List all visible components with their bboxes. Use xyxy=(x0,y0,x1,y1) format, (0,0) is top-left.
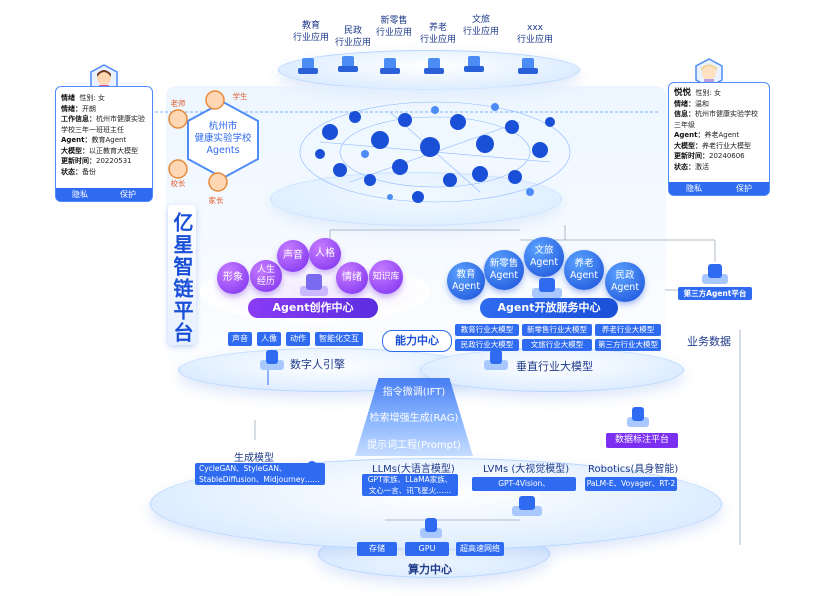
layer-ift: 指令微调(IFT) xyxy=(382,387,446,398)
layer-prompt: 提示词工程(Prompt) xyxy=(367,440,461,451)
card-row: 大模型：以正教育大模型 xyxy=(61,146,138,155)
card-row: 大模型：养老行业大模型 xyxy=(674,141,751,150)
card-row: 情绪：开朗 xyxy=(61,104,96,113)
service-circle-retail[interactable]: 新零售 Agent xyxy=(484,250,524,290)
third-party-platform[interactable]: 第三方Agent平台 xyxy=(678,287,752,300)
digital-engine-label: 数字人引擎 xyxy=(290,358,345,371)
industry-model-tag[interactable]: 养老行业大模型 xyxy=(595,324,661,336)
compute-icon xyxy=(420,518,442,538)
industry-app-label: 民政 行业应用 xyxy=(334,26,371,48)
industry-app-label: 新零售 行业应用 xyxy=(375,16,412,38)
creation-circle-voice[interactable]: 声音 xyxy=(277,240,309,272)
vertical-model-icon xyxy=(484,350,508,370)
card-row: Agent：养老Agent xyxy=(674,131,740,139)
digital-engine-icon xyxy=(260,350,284,370)
digital-tag[interactable]: 声音 xyxy=(228,332,252,346)
role-avatars-icon xyxy=(168,90,228,192)
role-student: 学生 xyxy=(232,92,248,101)
service-circle-education[interactable]: 教育 Agent xyxy=(447,262,485,300)
gen-model-title: 生成模型 xyxy=(234,453,274,464)
privacy-label: 隐私 xyxy=(686,184,702,193)
creation-circle-emotion[interactable]: 情绪 xyxy=(336,262,368,294)
card-row: 更新时间：20220531 xyxy=(61,157,132,165)
industry-app-icons xyxy=(298,56,538,74)
service-hub-icon xyxy=(532,278,562,298)
industry-model-tag[interactable]: 第三方行业大模型 xyxy=(595,339,661,351)
service-circle-elderly[interactable]: 养老 Agent xyxy=(564,250,604,290)
lvms-desc: GPT-4Vision、LLaMA.SAM…… xyxy=(472,477,576,502)
school-agents-label: 杭州市 健康实验学校 Agents xyxy=(194,121,252,156)
digital-tag[interactable]: 智能化交互 xyxy=(315,332,363,346)
card-row: 状态：激活 xyxy=(674,162,709,171)
creation-hub-icon xyxy=(300,274,328,296)
role-teacher: 老师 xyxy=(170,99,186,108)
card-row: 三年级 xyxy=(674,120,695,129)
industry-model-tag[interactable]: 新零售行业大模型 xyxy=(522,324,592,336)
robotics-title: Robotics(具身智能) xyxy=(588,464,679,475)
creation-center-banner: Agent创作中心 xyxy=(248,298,378,318)
ability-center-label: 能力中心 xyxy=(382,330,452,352)
compute-center-title: 算力中心 xyxy=(408,563,452,576)
card-row: 学校三年一班班主任 xyxy=(61,125,124,134)
card-row: 情绪 性别: 女 xyxy=(61,94,106,102)
elderly-avatar-icon xyxy=(695,58,723,88)
industry-app-label: 养老 行业应用 xyxy=(419,23,456,45)
role-principal: 校长 xyxy=(170,179,186,188)
industry-app-label: 文旅 行业应用 xyxy=(462,15,499,37)
layer-rag: 检索增强生成(RAG) xyxy=(369,413,459,424)
industry-app-label: 教育 行业应用 xyxy=(292,21,329,43)
privacy-footer[interactable]: 隐私 保护 xyxy=(669,182,769,195)
business-data-label: 业务数据 xyxy=(687,335,731,348)
compute-tag-storage[interactable]: 存储 xyxy=(357,542,397,556)
privacy-footer[interactable]: 隐私 保护 xyxy=(56,188,152,201)
card-row: 信息：杭州市健康实验学校 xyxy=(674,110,758,118)
industry-model-tag[interactable]: 文旅行业大模型 xyxy=(522,339,592,351)
card-row: 更新时间：20240606 xyxy=(674,152,745,160)
lvms-title: LVMs (大视觉模型) xyxy=(483,464,570,475)
card-row: 情绪：温和 xyxy=(674,99,709,108)
third-party-icon xyxy=(702,264,728,284)
profile-card-left: 情绪 性别: 女 情绪：开朗 工作信息：杭州市健康实验 学校三年一班班主任 Ag… xyxy=(55,86,153,202)
role-parent: 家长 xyxy=(208,196,224,205)
compute-tag-network[interactable]: 超高速网络 xyxy=(456,542,504,556)
card-row: 悦悦 性别: 女 xyxy=(674,88,722,98)
compute-tag-gpu[interactable]: GPU xyxy=(405,542,449,556)
llms-desc: GPT家族、LLaMA家族、 文心一言、讯飞星火…… xyxy=(362,474,458,496)
profile-card-right: 悦悦 性别: 女 情绪：温和 信息：杭州市健康实验学校 三年级 Agent：养老… xyxy=(668,82,770,196)
protect-label: 保护 xyxy=(736,184,752,193)
digital-tag[interactable]: 人像 xyxy=(257,332,281,346)
platform-title: 亿星智链平台 xyxy=(170,212,194,344)
protect-label: 保护 xyxy=(120,190,136,199)
creation-circle-appearance[interactable]: 形象 xyxy=(217,262,249,294)
privacy-label: 隐私 xyxy=(72,190,88,199)
digital-tag[interactable]: 动作 xyxy=(286,332,310,346)
agent-network-graph xyxy=(299,101,571,203)
creation-circle-personality[interactable]: 人格 xyxy=(309,238,341,270)
card-row: 状态：备份 xyxy=(61,167,96,176)
industry-app-label: xxx 行业应用 xyxy=(516,23,553,45)
llms-title: LLMs(大语言模型) xyxy=(372,464,455,475)
industry-model-tag[interactable]: 教育行业大模型 xyxy=(455,324,519,336)
foundation-hub-icon xyxy=(512,496,542,516)
platform-title-bar xyxy=(168,205,196,345)
service-circle-tourism[interactable]: 文旅 Agent xyxy=(524,237,564,277)
card-row: 工作信息：杭州市健康实验 xyxy=(61,115,145,123)
robotics-desc: PaLM-E、Voyager、RT-2 xyxy=(585,477,677,491)
creation-circle-knowledge[interactable]: 知识库 xyxy=(369,260,403,294)
service-circle-civil[interactable]: 民政 Agent xyxy=(605,262,645,302)
data-annotation-label[interactable]: 数据标注平台 xyxy=(606,433,678,448)
data-annotation-icon xyxy=(627,407,649,427)
service-center-banner: Agent开放服务中心 xyxy=(480,298,618,318)
card-row: Agent：教育Agent xyxy=(61,136,127,144)
gen-model-desc: CycleGAN、StyleGAN、 StableDiffusion、Midjo… xyxy=(195,463,325,485)
industry-model-tag[interactable]: 民政行业大模型 xyxy=(455,339,519,351)
vertical-model-label: 垂直行业大模型 xyxy=(516,360,593,373)
creation-circle-life[interactable]: 人生 经历 xyxy=(250,260,282,292)
